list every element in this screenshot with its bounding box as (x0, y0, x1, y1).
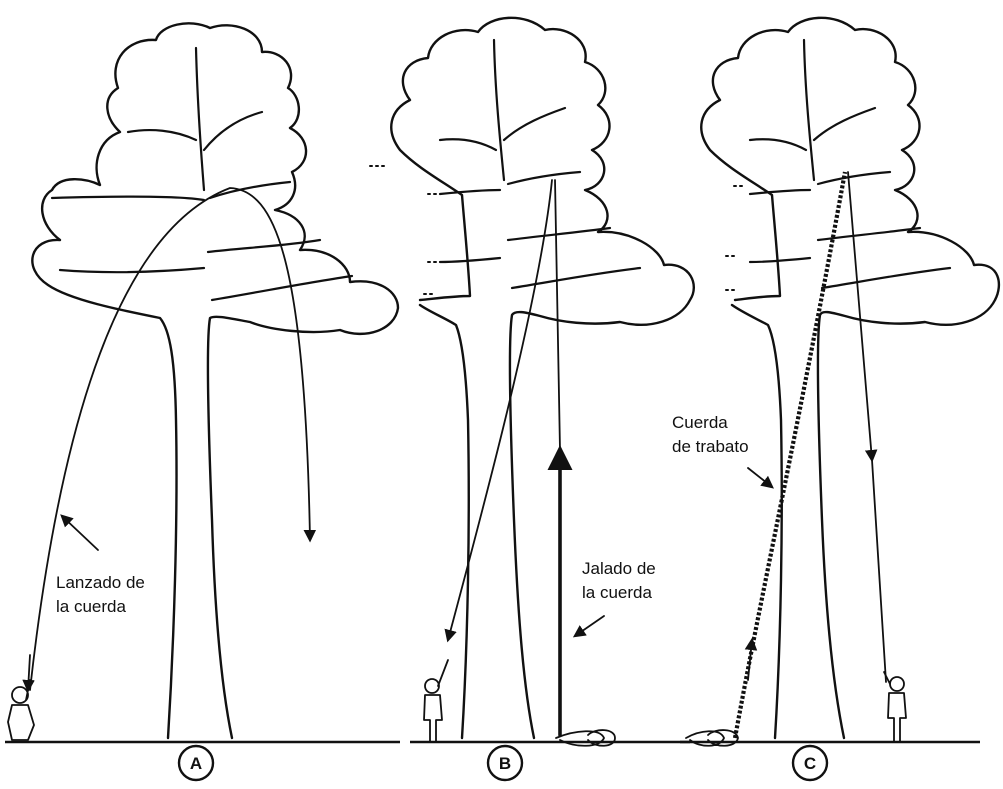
rope-coil (556, 730, 615, 746)
branch (440, 258, 500, 262)
annotation-label: Jalado de (582, 559, 656, 578)
rope-down-to-person (872, 460, 886, 682)
pulled-rope-top (555, 180, 560, 450)
branch (204, 112, 262, 150)
person-body (888, 693, 906, 742)
panel-label: C (804, 754, 816, 773)
tree-c (701, 18, 999, 738)
person-c (884, 672, 906, 742)
annotation-label: la cuerda (582, 583, 652, 602)
tree-canopy-outline (32, 23, 398, 738)
panel-a: Lanzado de la cuerda A (5, 23, 400, 780)
branch (814, 108, 875, 140)
branch (512, 268, 640, 288)
branch (818, 172, 890, 184)
panel-label: B (499, 754, 511, 773)
branch (504, 108, 565, 140)
annotation-arrow (748, 468, 772, 487)
tree-canopy-outline (701, 18, 999, 738)
pulled-rope-descending (448, 180, 552, 640)
tree-trunk-top (804, 40, 814, 180)
person-arm (438, 660, 448, 686)
cut-branch-marks (726, 186, 746, 290)
branch (750, 190, 810, 194)
tree-canopy-outline (391, 18, 694, 738)
branch (440, 139, 496, 150)
branch (440, 190, 500, 194)
panel-label: A (190, 754, 202, 773)
tree-a (32, 23, 398, 738)
branch (508, 228, 610, 240)
annotation-label: de trabato (672, 437, 749, 456)
annotation-label: Cuerda (672, 413, 728, 432)
climbing-rope-arrow (748, 640, 752, 680)
tree-trunk-top (196, 48, 204, 190)
branch (60, 268, 204, 272)
rope-coil (686, 730, 738, 746)
annotation-label: la cuerda (56, 597, 126, 616)
branch (128, 130, 196, 140)
tree-trunk-top (494, 40, 504, 180)
person-body (8, 705, 34, 740)
tree-b (370, 18, 694, 738)
branch (508, 172, 580, 184)
person-head (890, 677, 904, 691)
person-head (425, 679, 439, 693)
branch (52, 197, 204, 200)
branch (750, 258, 810, 262)
branch (212, 276, 352, 300)
annotation-arrow (62, 516, 98, 550)
panel-b: Jalado de la cuerda B (370, 18, 694, 780)
cut-branch-marks (370, 166, 438, 294)
panel-c: Cuerda de trabato C (672, 18, 999, 780)
rope-returning (848, 172, 872, 460)
person-body (424, 695, 442, 742)
branch (822, 268, 950, 288)
annotation-label: Lanzado de (56, 573, 145, 592)
annotation-arrow (575, 616, 604, 636)
person-b (424, 660, 448, 742)
branch (750, 139, 806, 150)
